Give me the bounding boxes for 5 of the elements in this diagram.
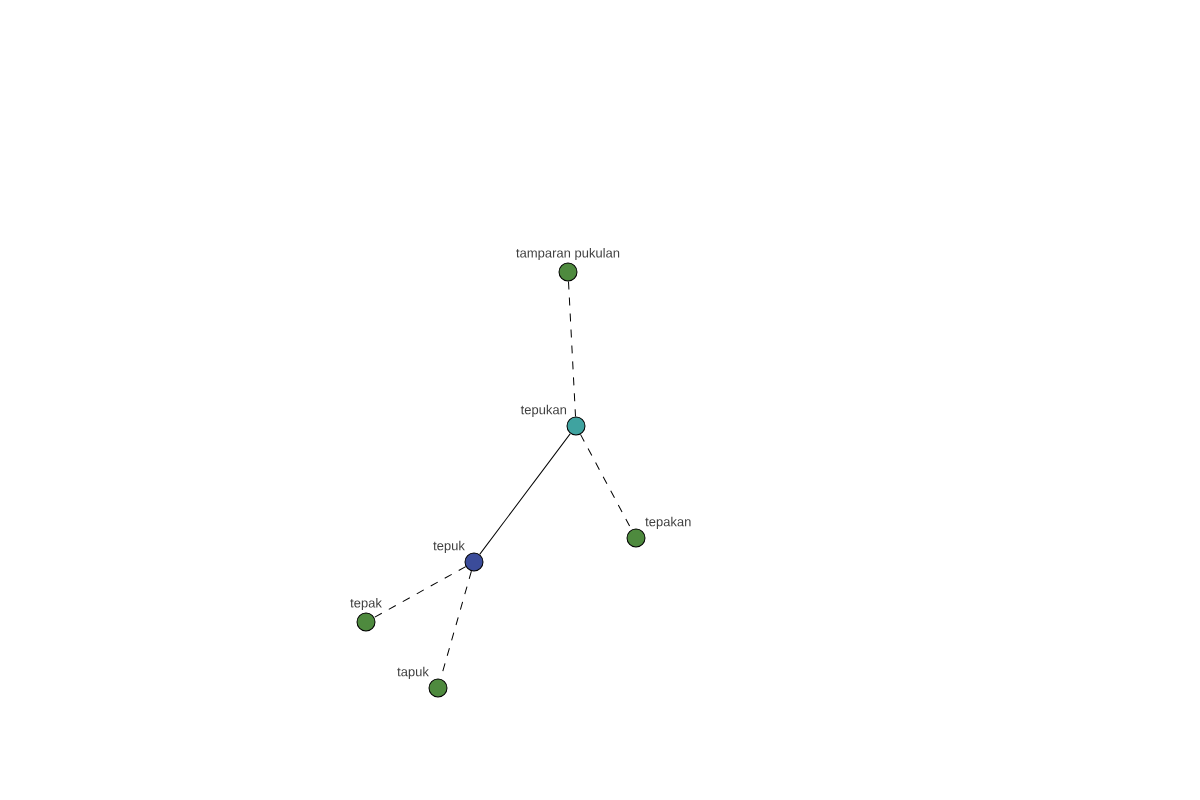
connector-line — [373, 566, 467, 618]
connector-line — [568, 281, 576, 417]
connector-line — [580, 433, 632, 531]
connector-line — [440, 570, 472, 680]
connector-line — [479, 433, 571, 555]
